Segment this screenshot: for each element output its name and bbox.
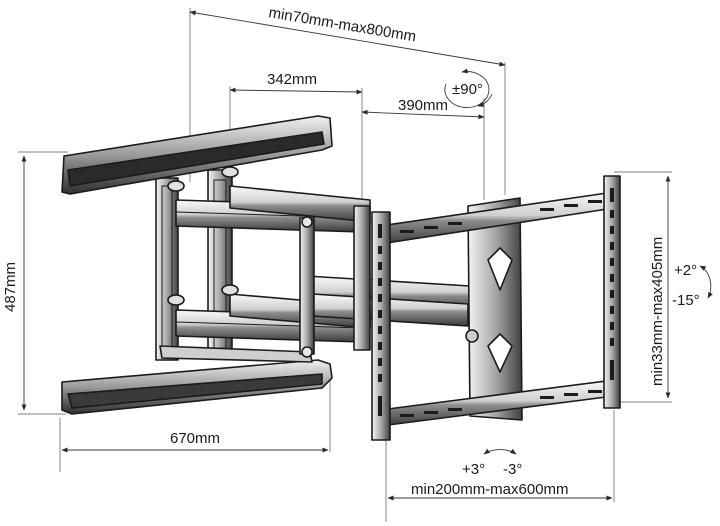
- label-depth-range: min70mm-max800mm: [267, 4, 417, 45]
- tilt-arrow-icon: [699, 265, 713, 299]
- swing-arms: [167, 166, 523, 421]
- label-wall-width: 670mm: [170, 430, 220, 447]
- tv-plate-slots: [378, 188, 614, 417]
- label-arm-first: 342mm: [267, 71, 317, 88]
- dimension-lines: [18, 8, 672, 522]
- label-wall-height: 487mm: [2, 262, 19, 312]
- label-vesa-horizontal: min200mm-max600mm: [411, 481, 569, 498]
- label-swivel-right: -3°: [503, 461, 522, 478]
- tv-plate: [371, 175, 621, 441]
- rotation-arrow-icon: [444, 68, 493, 108]
- swivel-arrow-icon: [483, 448, 517, 455]
- label-tilt-up: +2°: [674, 262, 697, 279]
- label-rotation: ±90°: [452, 81, 483, 98]
- label-arm-second: 390mm: [398, 97, 448, 114]
- label-swivel-left: +3°: [462, 461, 485, 478]
- dimension-labels: min70mm-max800mm 342mm 390mm ±90° 487mm …: [2, 4, 700, 498]
- wall-plate: [61, 115, 333, 415]
- label-vesa-vertical: min33mm-max405mm: [649, 237, 666, 386]
- label-tilt-down: -15°: [672, 292, 700, 309]
